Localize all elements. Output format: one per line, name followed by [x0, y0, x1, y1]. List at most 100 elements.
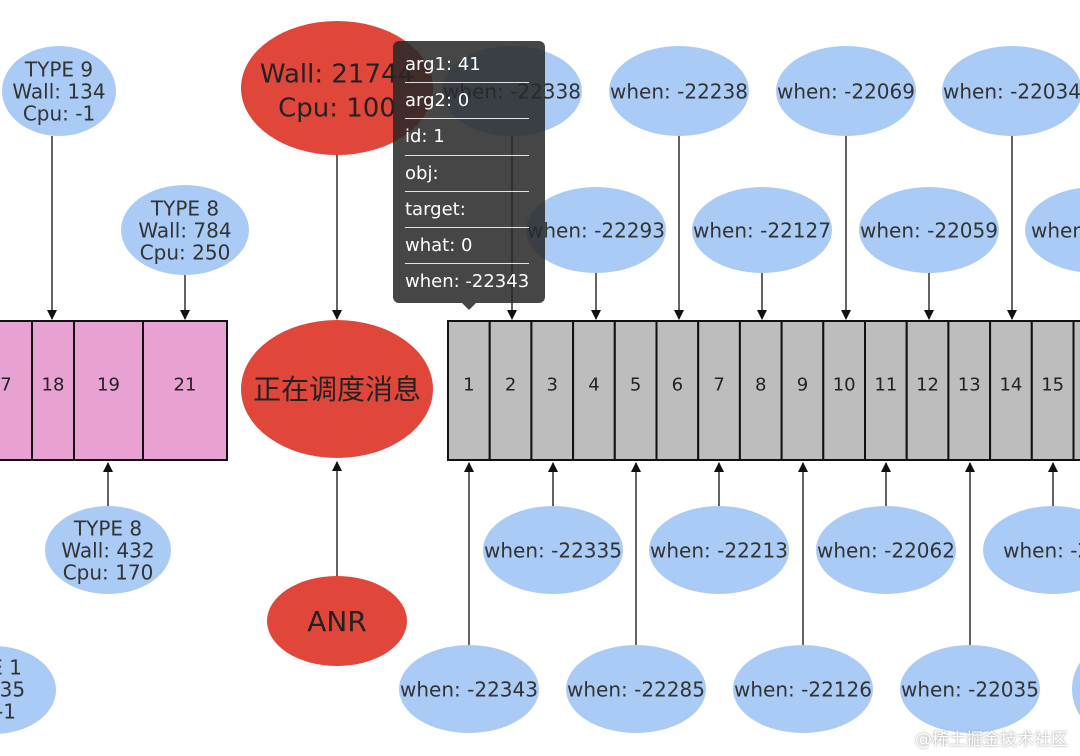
when-bottom2-oval-label: when: -22035 — [901, 677, 1039, 701]
type-1-oval-label: E 1735-1 — [0, 655, 25, 723]
right-queue-cell — [697, 320, 741, 461]
when-top-oval-label: when: -22238 — [610, 79, 748, 103]
right-queue-cell-label-line: 4 — [588, 374, 599, 395]
right-queue-cell-label: 4 — [588, 374, 599, 395]
when-bottom1-oval — [649, 506, 789, 594]
tooltip-arg2: arg2: 0 — [405, 83, 529, 120]
when-bottom1-oval-label-line: when: -22062 — [817, 538, 955, 562]
right-queue-cell — [530, 320, 575, 461]
when-top-oval — [609, 46, 749, 136]
when-mid-oval-label-line: when: -22293 — [527, 218, 665, 242]
when-mid-oval — [859, 187, 999, 273]
when-bottom2-oval-label-line: when: -22035 — [901, 677, 1039, 701]
tooltip-obj: obj: — [405, 156, 529, 192]
when-bottom1-oval-label-line: when: -22213 — [650, 538, 788, 562]
type-8-bottom-oval-label-line: Wall: 432 — [61, 538, 154, 562]
when-top-oval-label-line: when: -22069 — [777, 79, 915, 103]
type-8-bottom-oval-label-line: Cpu: 170 — [63, 560, 154, 584]
left-queue-cell — [142, 320, 228, 461]
when-bottom2-oval — [566, 645, 706, 733]
when-bottom1-oval — [816, 506, 956, 594]
right-queue-cell — [572, 320, 616, 461]
left-queue-cell-label: 18 — [42, 374, 65, 395]
right-queue-cell — [655, 320, 700, 461]
left-queue-cell-label-line: 19 — [97, 374, 120, 395]
when-mid-oval-label-line: when — [1031, 218, 1080, 242]
right-queue-cell-label: 15 — [1041, 374, 1064, 395]
when-mid-oval — [1025, 188, 1080, 272]
right-queue-cell — [947, 320, 992, 461]
type-9-oval-label-line: Wall: 134 — [12, 79, 105, 103]
right-queue-cell-label: 14 — [999, 374, 1022, 395]
left-queue-cell — [73, 320, 144, 461]
right-queue-cell-label-line: 14 — [999, 374, 1022, 395]
when-top-oval-label: when: -22069 — [777, 79, 915, 103]
left-queue-cell-label-line: 7 — [0, 374, 11, 395]
right-queue-cell — [613, 320, 658, 461]
type-8-top-oval-label-line: Wall: 784 — [138, 218, 231, 242]
type-8-top-oval — [121, 185, 249, 275]
right-queue-cell-label-line: 11 — [874, 374, 897, 395]
right-queue-cell — [780, 320, 825, 461]
type-1-oval — [0, 646, 56, 734]
tooltip-what: what: 0 — [405, 228, 529, 265]
when-bottom2-oval — [733, 645, 873, 733]
tooltip-caret — [462, 303, 476, 310]
right-queue-cell-label: 11 — [874, 374, 897, 395]
right-queue-cell-label-line: 7 — [713, 374, 724, 395]
when-top-oval-label-line: when: -22034 — [943, 79, 1080, 103]
current-stats-label-line: Wall: 21744 — [260, 59, 414, 89]
right-queue-cell-label: 6 — [672, 374, 683, 395]
right-queue-cell — [1030, 320, 1075, 461]
when-bottom1-oval-label: when: -22062 — [817, 538, 955, 562]
right-queue-cell-label-line: 13 — [958, 374, 981, 395]
type-8-top-oval-label-line: TYPE 8 — [150, 196, 219, 220]
right-queue-cell-label: 2 — [505, 374, 516, 395]
tooltip-target: target: — [405, 192, 529, 228]
right-queue-cell-label-line: 10 — [833, 374, 856, 395]
type-9-oval-label-line: TYPE 9 — [24, 57, 93, 81]
when-top-oval-label-line: when: -22238 — [610, 79, 748, 103]
when-bottom1-oval — [483, 506, 623, 594]
right-queue-cell-label: 13 — [958, 374, 981, 395]
current-stats-label-line: Cpu: 100 — [278, 93, 396, 123]
when-bottom2-oval-label: when: -22343 — [400, 677, 538, 701]
type-1-oval-label-line: 735 — [0, 677, 25, 701]
when-bottom2-oval-label-line: when: -22285 — [567, 677, 705, 701]
when-bottom2-oval-label: when: -22126 — [734, 677, 872, 701]
when-mid-oval-label: when — [1031, 218, 1080, 242]
right-queue-cell-label: 5 — [630, 374, 641, 395]
tooltip-id: id: 1 — [405, 119, 529, 156]
when-bottom2-oval — [900, 645, 1040, 733]
anr-label: ANR — [307, 605, 367, 638]
anr-oval — [267, 576, 407, 666]
when-bottom2-oval-label-line: when: -22126 — [734, 677, 872, 701]
right-queue-cell-label: 3 — [547, 374, 558, 395]
left-queue-cell-label: 19 — [97, 374, 120, 395]
when-mid-oval-label-line: when: -22059 — [860, 218, 998, 242]
when-mid-oval — [692, 187, 832, 273]
right-queue-cell-label-line: 8 — [755, 374, 766, 395]
when-mid-oval-label: when: -22059 — [860, 218, 998, 242]
type-8-bottom-oval — [45, 506, 171, 594]
right-queue-cell-label-line: 9 — [797, 374, 808, 395]
tooltip-arg1: arg1: 41 — [405, 47, 529, 84]
when-bottom1-oval-label-line: when: -22 — [1003, 538, 1080, 562]
dispatching-label-line: 正在调度消息 — [253, 373, 421, 406]
when-mid-oval-label: when: -22293 — [527, 218, 665, 242]
right-queue-cell-partial — [1072, 320, 1080, 461]
right-queue-cell-label-line: 6 — [672, 374, 683, 395]
when-bottom2-oval — [399, 645, 539, 733]
right-queue-cell-label: 7 — [713, 374, 724, 395]
right-queue-cell — [738, 320, 783, 461]
right-queue-cell-label: 10 — [833, 374, 856, 395]
type-1-oval-label-line: -1 — [0, 699, 16, 723]
type-8-bottom-oval-label-line: TYPE 8 — [73, 516, 142, 540]
when-bottom2-oval-label: when: -22285 — [567, 677, 705, 701]
right-queue-cell — [822, 320, 866, 461]
when-bottom1-oval-label: when: -22335 — [484, 538, 622, 562]
